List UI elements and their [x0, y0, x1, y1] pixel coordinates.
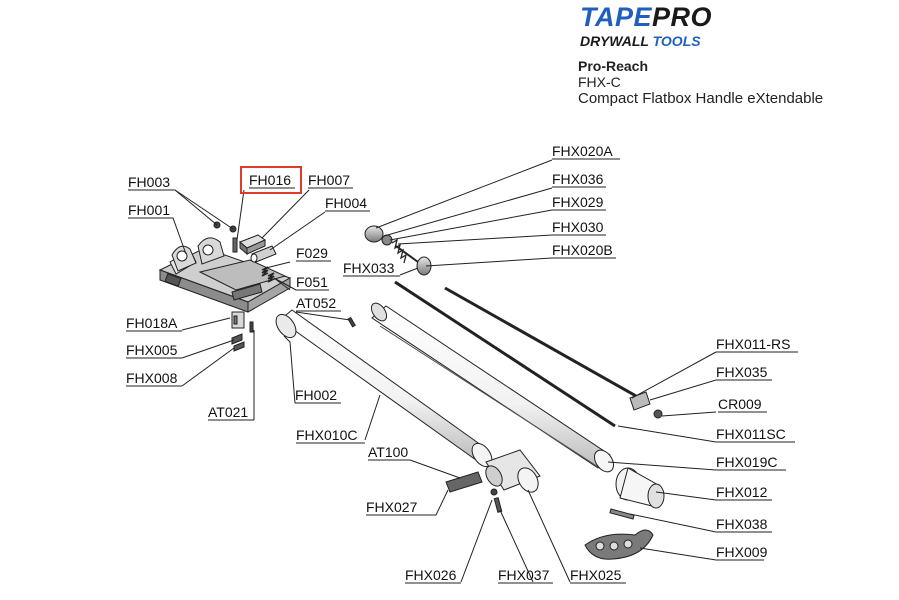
label-fh001: FH001 — [128, 202, 170, 218]
label-fhx020b: FHX020B — [552, 242, 613, 258]
label-fhx009: FHX009 — [716, 544, 768, 560]
head-bracket-drawing — [158, 237, 292, 313]
end-cap-drawing — [364, 225, 432, 276]
label-fhx038: FHX038 — [716, 516, 768, 532]
label-f051: F051 — [296, 274, 328, 290]
clip-drawing — [231, 333, 243, 345]
pin-drawing — [232, 237, 238, 253]
label-fhx033: FHX033 — [343, 260, 395, 276]
label-fhx036: FHX036 — [552, 171, 604, 187]
label-fhx011-rs: FHX011-RS — [716, 336, 790, 352]
lower-collar-drawing — [485, 449, 541, 493]
label-fhx035: FHX035 — [716, 364, 768, 380]
product-info: Pro-Reach FHX-C Compact Flatbox Handle e… — [578, 58, 823, 107]
outer-tube-drawing — [370, 302, 615, 473]
label-fhx030: FHX030 — [552, 219, 604, 235]
product-name: Pro-Reach — [578, 58, 649, 74]
rod-drawing — [394, 280, 616, 428]
label-fhx008: FHX008 — [126, 370, 178, 386]
tapepro-logo: TAPEPRO — [580, 2, 713, 32]
label-fh007: FH007 — [308, 172, 350, 188]
hand-grip-drawing — [584, 529, 654, 560]
parts-artwork — [158, 221, 665, 560]
label-fh018a: FH018A — [126, 315, 178, 331]
highlight-box-fh016 — [240, 166, 302, 194]
grip-collar-drawing — [609, 467, 665, 520]
label-fhx029: FHX029 — [552, 194, 604, 210]
product-code: FHX-C — [578, 74, 621, 90]
label-fhx005: FHX005 — [126, 342, 178, 358]
label-fhx020a: FHX020A — [552, 143, 613, 159]
label-fh004: FH004 — [325, 195, 367, 211]
label-underlines — [126, 158, 798, 584]
product-description: Compact Flatbox Handle eXtendable — [578, 90, 824, 107]
label-f029: F029 — [296, 245, 328, 261]
label-at100: AT100 — [368, 444, 408, 460]
label-fhx025: FHX025 — [570, 567, 622, 583]
inner-tube-drawing — [275, 309, 493, 468]
label-fhx012: FHX012 — [716, 484, 768, 500]
label-cr009: CR009 — [718, 396, 762, 412]
label-fhx019c: FHX019C — [716, 454, 777, 470]
label-fhx037: FHX037 — [498, 567, 550, 583]
part-labels: FH003 FH016 FH007 FH001 FH004 F029 F051 … — [126, 143, 790, 583]
label-fhx026: FHX026 — [405, 567, 457, 583]
brand-tagline: DRYWALL TOOLS — [580, 33, 701, 49]
label-fh003: FH003 — [128, 174, 170, 190]
label-at052: AT052 — [296, 295, 336, 311]
latch-plate-drawing — [445, 471, 483, 493]
label-fhx010c: FHX010C — [296, 427, 357, 443]
label-fhx027: FHX027 — [366, 499, 418, 515]
label-fh002: FH002 — [295, 387, 337, 403]
label-at021: AT021 — [208, 404, 248, 420]
brand-block: TAPEPRO DRYWALL TOOLS — [580, 2, 712, 49]
label-fhx011sc: FHX011SC — [716, 426, 786, 442]
label-fh016: FH016 — [249, 172, 291, 188]
